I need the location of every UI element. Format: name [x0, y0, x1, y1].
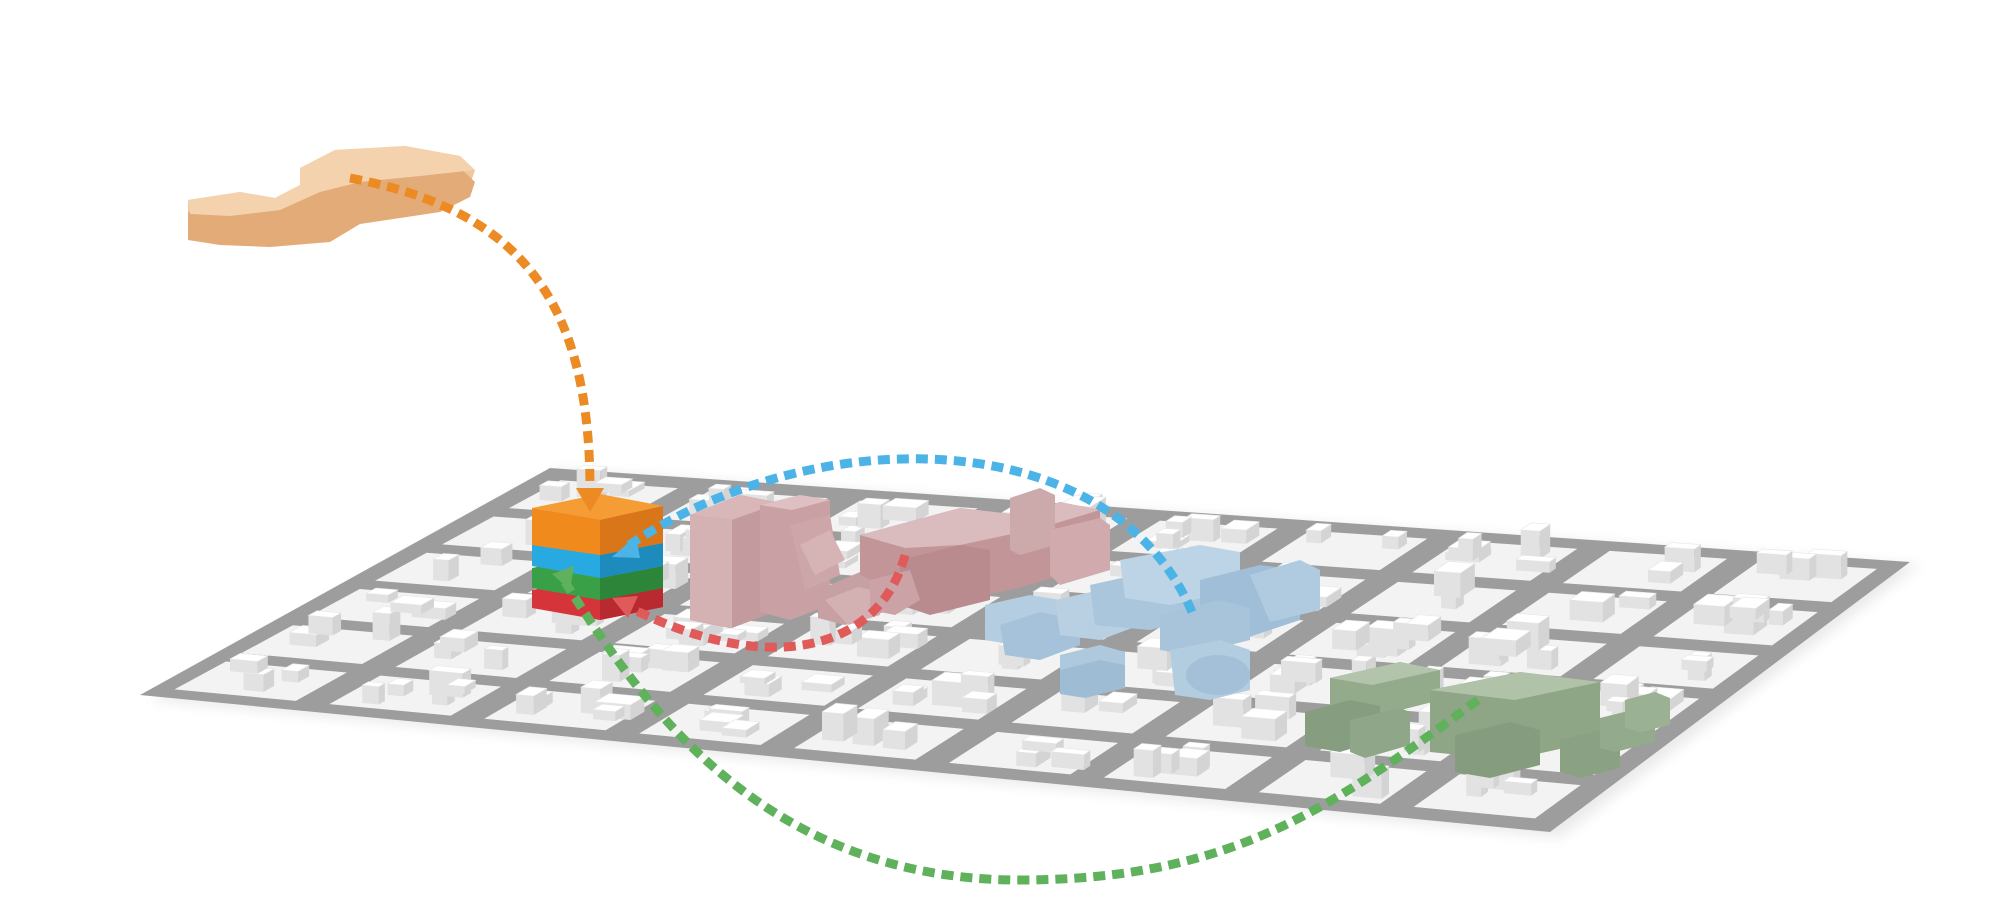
white-building [1240, 707, 1288, 742]
white-building [1502, 776, 1539, 796]
white-building [361, 681, 386, 705]
white-building [1184, 513, 1222, 543]
white-building [483, 645, 510, 671]
white-building [1021, 735, 1065, 753]
flow-green [561, 579, 1481, 885]
white-building [1381, 529, 1408, 550]
white-building [1568, 591, 1616, 623]
white-building [856, 497, 891, 529]
white-building [1767, 602, 1794, 626]
white-building [961, 690, 998, 715]
white-building [821, 702, 859, 742]
white-building [1050, 747, 1092, 770]
white-building [1755, 548, 1794, 576]
white-building [479, 541, 514, 566]
green-district [1305, 662, 1670, 778]
flow-blue [622, 454, 1197, 614]
arrowhead-icon [612, 596, 638, 618]
white-building [389, 595, 436, 615]
white-building [881, 721, 919, 750]
white-building [280, 663, 311, 683]
white-building [501, 592, 538, 619]
white-building [1519, 522, 1552, 559]
white-building [593, 476, 634, 494]
white-building [720, 719, 761, 738]
arrowhead-icon [576, 488, 604, 512]
white-building [891, 683, 925, 707]
white-building [229, 652, 269, 674]
white-building [1457, 532, 1483, 561]
white-building [1132, 743, 1163, 778]
white-building [1155, 528, 1182, 550]
white-building [1515, 554, 1557, 573]
white-building [1169, 747, 1210, 777]
white-building [445, 678, 477, 694]
stacked-program-block-icon [532, 494, 663, 620]
white-building [432, 553, 460, 582]
white-building [1280, 655, 1324, 684]
city-block [1350, 581, 1517, 623]
city-block [241, 625, 414, 665]
white-building [1481, 627, 1532, 657]
white-building [439, 628, 479, 653]
blue-district [985, 545, 1320, 700]
white-building [1097, 691, 1139, 714]
arrowhead-icon [552, 566, 574, 590]
flow-arrows [349, 173, 1481, 885]
remote-building-icon [188, 146, 475, 247]
white-building [1220, 519, 1261, 544]
white-building [307, 610, 343, 636]
white-building [1680, 654, 1715, 672]
white-building [365, 587, 399, 603]
white-building [1305, 522, 1333, 544]
white-building [1728, 596, 1771, 621]
white-building [1433, 561, 1476, 598]
white-building [1404, 614, 1442, 642]
white-building [592, 703, 626, 722]
white-building [856, 629, 901, 659]
white-building [515, 686, 548, 716]
pink-complex [860, 488, 1110, 615]
flow-red [622, 553, 910, 652]
white-building [739, 669, 777, 685]
city-block [1011, 691, 1180, 734]
white-building [881, 497, 930, 522]
arrowhead-icon [612, 536, 640, 558]
city-block [1413, 774, 1581, 819]
white-building [800, 673, 846, 693]
white-building [386, 677, 415, 697]
white-building [661, 643, 701, 673]
white-building [1618, 590, 1658, 610]
white-building [1331, 619, 1371, 651]
flow-orange [349, 173, 595, 491]
white-building [538, 480, 571, 502]
white-building [1647, 560, 1684, 584]
